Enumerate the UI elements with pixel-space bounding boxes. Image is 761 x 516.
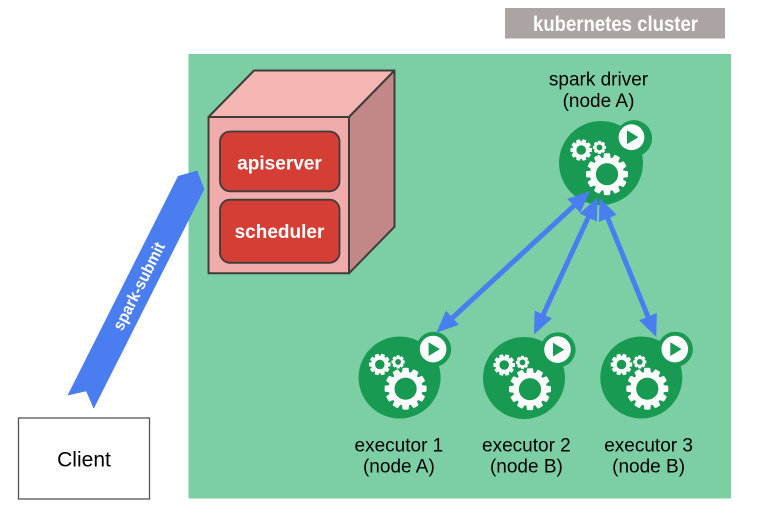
svg-text:executor 2: executor 2 [482, 436, 571, 457]
svg-text:(node B): (node B) [612, 456, 685, 477]
svg-text:(node A): (node A) [563, 91, 635, 112]
svg-text:scheduler: scheduler [235, 222, 325, 243]
svg-text:executor 3: executor 3 [604, 436, 693, 457]
svg-text:kubernetes cluster: kubernetes cluster [533, 13, 698, 36]
svg-text:Client: Client [57, 449, 111, 472]
svg-text:apiserver: apiserver [237, 153, 322, 174]
svg-text:(node B): (node B) [490, 456, 563, 477]
svg-text:spark driver: spark driver [549, 70, 649, 91]
svg-text:(node A): (node A) [363, 456, 435, 477]
svg-text:executor 1: executor 1 [355, 436, 444, 457]
